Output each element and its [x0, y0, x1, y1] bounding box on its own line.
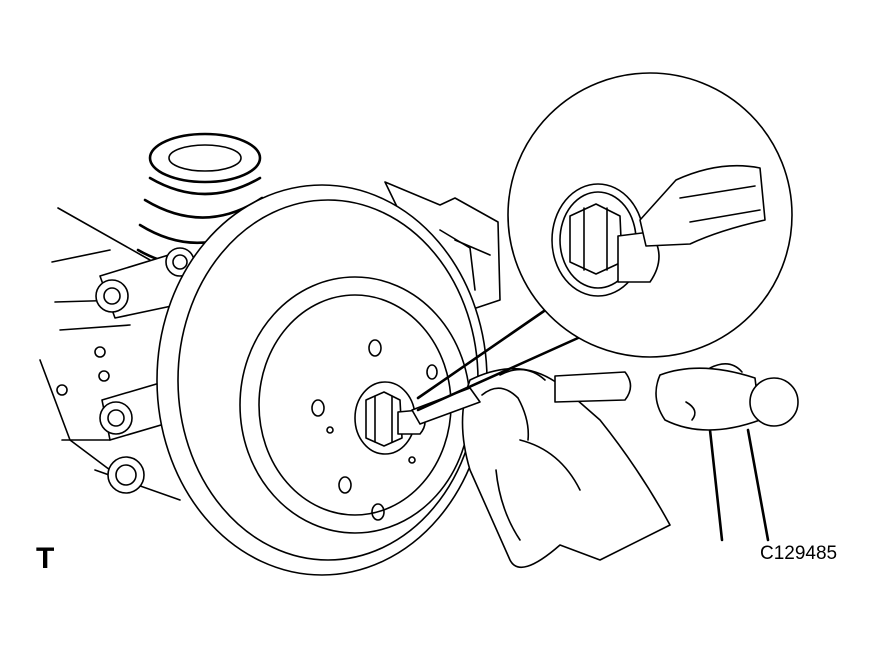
hand-icon — [461, 367, 671, 569]
hub-nut-icon — [354, 381, 426, 455]
detail-magnifier — [507, 72, 793, 358]
brake-disc-icon — [156, 184, 488, 576]
punch-tool-icon — [411, 371, 632, 425]
figure-id-label: C129485 — [760, 543, 838, 564]
hammer-icon — [655, 363, 799, 542]
callout-pointer — [416, 298, 580, 412]
view-letter-label: T — [36, 542, 55, 575]
